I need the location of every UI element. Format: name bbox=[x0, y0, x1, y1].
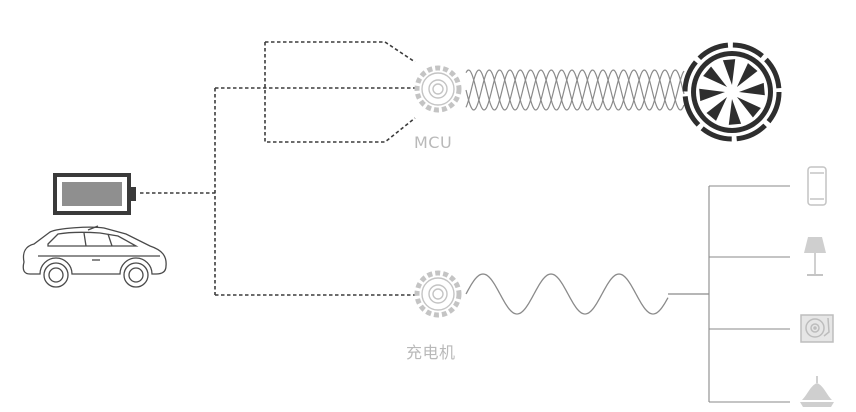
mcu-label: MCU bbox=[414, 133, 453, 152]
rotor-blade bbox=[722, 59, 736, 85]
dashed-connections bbox=[140, 41, 416, 296]
turntable-icon bbox=[800, 314, 834, 343]
gear-icon bbox=[414, 270, 462, 318]
three-phase-wave bbox=[465, 69, 685, 111]
rotor-blade bbox=[736, 63, 758, 88]
phone-icon bbox=[807, 166, 827, 206]
motor-icon bbox=[682, 42, 782, 142]
rotor-blade bbox=[706, 96, 728, 121]
output-branch-lines bbox=[708, 185, 790, 403]
lamp-icon bbox=[804, 237, 826, 276]
rotor-blade bbox=[728, 99, 742, 125]
rotor-blade bbox=[736, 96, 761, 118]
ceiling-lamp-icon bbox=[800, 376, 834, 407]
car-icon bbox=[22, 225, 167, 288]
rotor-blade bbox=[703, 66, 728, 88]
battery-icon bbox=[53, 173, 136, 215]
single-phase-wave bbox=[465, 273, 709, 315]
rotor-blade bbox=[699, 88, 725, 102]
rotor-blade bbox=[739, 82, 765, 96]
generator-label: 充电机 bbox=[406, 343, 456, 362]
gear-icon bbox=[414, 65, 462, 113]
